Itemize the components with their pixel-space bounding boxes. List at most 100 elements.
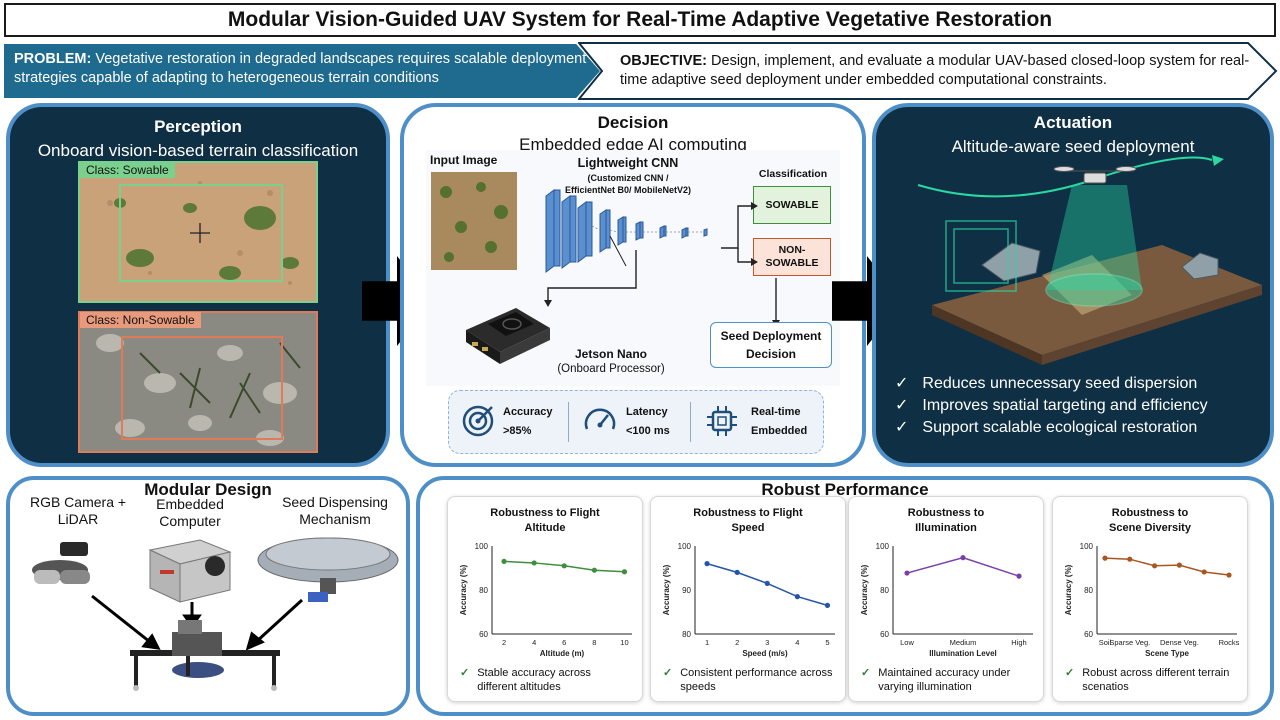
robust-title: Robust Performance: [761, 480, 929, 499]
data-point: [501, 558, 507, 564]
jetson-label: Jetson Nano: [574, 347, 647, 361]
y-axis-label: Accuracy (%): [1064, 564, 1073, 615]
x-tick-label: 6: [562, 638, 566, 647]
data-point: [1176, 562, 1182, 568]
check-icon: ✓: [895, 419, 909, 436]
perception-subtitle: Onboard vision-based terrain classificat…: [37, 141, 359, 160]
x-tick-label: 4: [532, 638, 536, 647]
check-icon: ✓: [663, 667, 673, 679]
chart-title: Robustness to Flight Speed: [693, 507, 803, 534]
speedometer-icon: [584, 408, 616, 430]
data-point: [1127, 556, 1133, 562]
x-tick-label: 8: [592, 638, 596, 647]
y-tick-label: 60: [880, 630, 889, 639]
stat-latency: Latency <100 ms: [626, 406, 670, 437]
y-axis-label: Accuracy (%): [662, 564, 671, 615]
data-point: [824, 602, 831, 608]
dispenser-label: Seed Dispensing Mechanism: [282, 494, 388, 527]
decision-subtitle: Embedded edge AI computing: [519, 135, 747, 154]
x-tick-label: 2: [735, 638, 739, 647]
x-tick-label: 1: [705, 638, 709, 647]
target-icon: [462, 405, 494, 437]
actuation-title: Actuation: [1033, 113, 1113, 132]
y-tick-label: 100: [876, 542, 890, 551]
chart-note: ✓Stable accuracy across different altitu…: [460, 667, 591, 693]
series-line: [1104, 557, 1230, 576]
check-icon: ✓: [895, 375, 909, 392]
camera-label: RGB Camera + LiDAR: [29, 494, 127, 527]
non-sowable-class-tag: Class: Non-Sowable: [80, 312, 201, 328]
data-point: [1201, 569, 1207, 575]
decision-stats-strip: [448, 390, 824, 454]
page-title: Modular Vision-Guided UAV System for Rea…: [4, 3, 1276, 37]
benefit-item: ✓Support scalable ecological restoration: [895, 417, 1265, 439]
stats-divider-1: [568, 402, 569, 442]
non-sowable-output-box: NON-SOWABLE: [753, 238, 831, 276]
x-axis-label: Scene Type: [1145, 649, 1189, 658]
chart-note: ✓Robust across different terrain scenati…: [1065, 667, 1230, 693]
cnn-layer-stack: [545, 189, 708, 273]
non-sowable-terrain-graphic: [80, 313, 316, 451]
y-axis-label: Accuracy (%): [860, 564, 869, 615]
check-icon: ✓: [895, 397, 909, 414]
check-icon: ✓: [861, 667, 871, 679]
data-point: [591, 567, 597, 573]
data-point: [1152, 563, 1158, 569]
data-point: [531, 560, 537, 566]
input-image-label: Input Image: [430, 153, 498, 167]
x-axis-label: Illumination Level: [929, 649, 997, 658]
camera-lidar-graphic: [32, 542, 90, 584]
data-point: [904, 570, 910, 576]
data-point: [704, 561, 710, 567]
data-point: [1226, 572, 1232, 578]
classification-label: Classification: [758, 168, 828, 180]
stat-accuracy: Accuracy >85%: [503, 406, 553, 437]
x-axis-label: Altitude (m): [540, 649, 585, 658]
drone-graphic: [130, 620, 280, 691]
sowable-terrain-image: [78, 161, 318, 303]
actuation-subtitle: Altitude-aware seed deployment: [951, 137, 1195, 156]
sowable-output-box: SOWABLE: [753, 186, 831, 224]
y-axis-label: Accuracy (%): [459, 564, 468, 615]
embedded-computer-graphic: [148, 539, 232, 603]
actuation-scene: [917, 155, 1262, 365]
x-tick-label: 10: [620, 638, 628, 647]
chart-title: Robustness to Scene Diversity: [1109, 507, 1191, 534]
objective-banner: OBJECTIVE: Design, implement, and evalua…: [620, 53, 1250, 88]
chart-note: ✓Maintained accuracy under varying illum…: [861, 667, 1011, 693]
x-tick-label: 3: [765, 638, 769, 647]
x-tick-label: 4: [795, 638, 799, 647]
y-tick-label: 100: [678, 542, 692, 551]
data-point: [1102, 555, 1108, 561]
check-icon: ✓: [1065, 667, 1075, 679]
y-tick-label: 80: [1084, 586, 1093, 595]
modular-components: [32, 537, 399, 691]
check-icon: ✓: [460, 667, 470, 679]
data-point: [794, 594, 800, 600]
decision-title: Decision: [597, 113, 669, 132]
stat-realtime: Real-time Embedded: [751, 406, 808, 437]
seed-dispenser-graphic: [257, 537, 399, 602]
y-tick-label: 80: [880, 586, 889, 595]
x-tick-label: Soil: [1099, 638, 1112, 647]
y-tick-label: 60: [479, 630, 488, 639]
jetson-sublabel: (Onboard Processor): [557, 363, 665, 375]
objective-outline: [578, 42, 1278, 100]
x-tick-label: Medium: [950, 638, 977, 647]
x-axis-label: Speed (m/s): [742, 649, 788, 658]
x-tick-label: 5: [825, 638, 829, 647]
jetson-board-graphic: [466, 308, 550, 364]
input-image-graphic: [431, 172, 517, 270]
cnn-subtitle: (Customized CNN / EfficientNet B0/ Mobil…: [564, 173, 692, 195]
chart-note: ✓Consistent performance across speeds: [663, 667, 833, 693]
y-tick-label: 100: [475, 542, 489, 551]
x-tick-label: Sparse Veg.: [1109, 638, 1150, 647]
cnn-title: Lightweight CNN: [577, 156, 679, 170]
data-point: [734, 569, 740, 575]
